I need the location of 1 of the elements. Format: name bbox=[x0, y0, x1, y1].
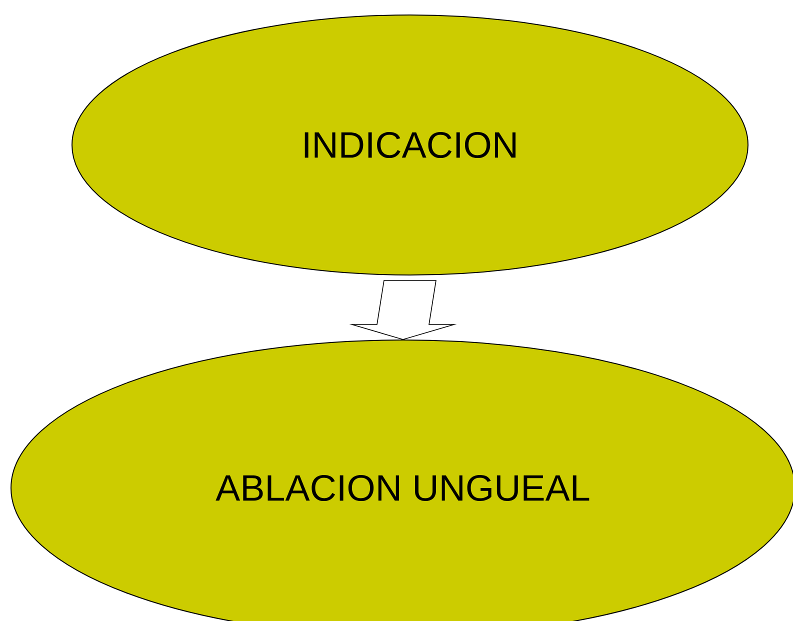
block-arrow bbox=[349, 280, 457, 340]
